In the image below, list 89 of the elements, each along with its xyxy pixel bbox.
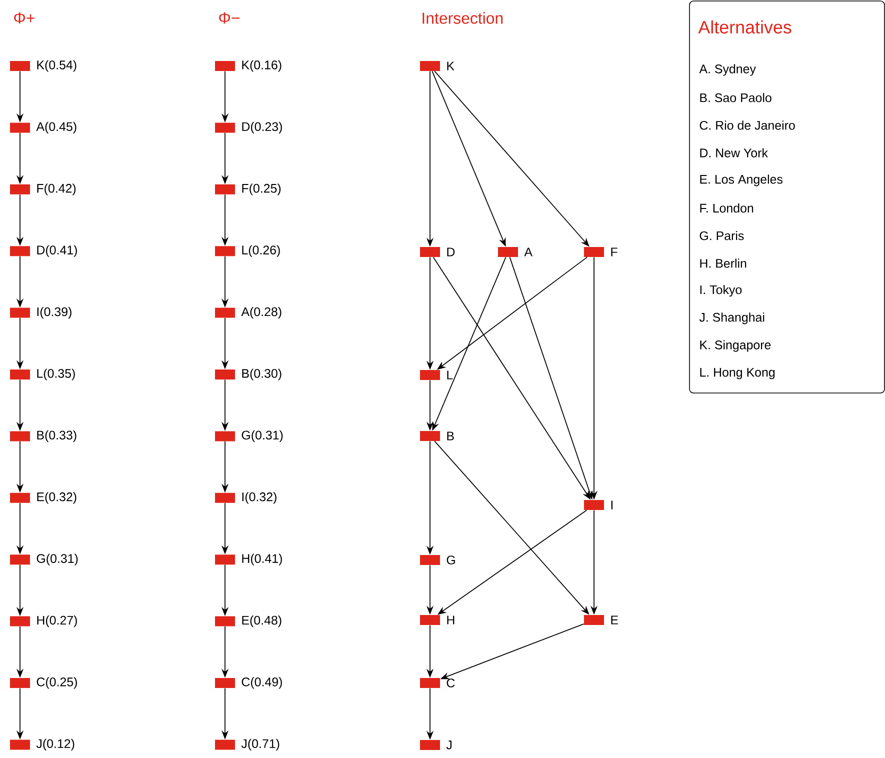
node-label: B(0.33) [37,430,76,442]
bar-node [420,247,455,257]
bar-node [420,431,454,441]
bar-node [215,430,283,442]
node-label: A(0.45) [36,122,76,134]
node-label: G(0.31) [36,554,78,566]
bar-node [215,615,282,628]
bar-node [10,430,76,442]
legend-item: K. Singapore [700,340,771,352]
legend-item: J. Shanghai [699,312,764,324]
node-label: I(0.32) [242,492,276,504]
node-label: D(0.41) [37,245,77,257]
legend-item: L. Hong Kong [700,368,775,380]
node-label: F [611,248,618,256]
bar-node [10,554,78,566]
bar-node [420,740,452,750]
node-label: D [447,248,455,256]
node-label: F(0.25) [242,184,281,196]
bar-node [10,368,75,380]
node-label: D(0.23) [242,122,282,134]
bar-node [215,554,282,566]
node-label: J(0.12) [36,738,74,750]
bar-node [10,245,77,257]
node-label: E(0.48) [242,615,282,628]
node-label: C [446,678,455,688]
bar-node [10,122,76,134]
bar-node [420,615,454,625]
legend-item: H. Berlin [700,258,746,268]
node-label: K(0.54) [37,60,76,72]
legend-item: E. Los Angeles [700,174,782,186]
legend-item: C. Rio de Janeiro [700,120,795,130]
node-label: H(0.27) [37,615,77,628]
bar-node [420,678,455,688]
node-label: J [446,740,452,750]
node-label: B(0.30) [242,368,282,380]
node-label: E(0.32) [37,492,76,504]
column-heading: Φ+ [14,12,34,24]
node-label: L(0.35) [37,368,75,380]
bar-node [10,492,76,504]
bar-node [10,615,77,628]
bar-node [215,738,280,750]
bar-node [215,184,281,196]
bar-node [215,307,282,319]
node-label: L(0.26) [242,245,280,257]
bar-node [215,492,276,504]
bar-node [420,555,455,565]
bar-node [584,615,618,625]
legend-item: I. Tokyo [700,284,742,297]
node-label: K(0.16) [242,60,282,72]
legend-item: A. Sydney [699,64,756,76]
node-label: H(0.41) [242,554,282,566]
legend-item: G. Paris [700,231,744,240]
column-heading: Intersection [422,12,503,24]
legend-heading: Alternatives [698,20,792,34]
legend-item: D. New York [700,148,768,158]
node-label: I(0.39) [37,307,72,319]
node-label: G [446,556,455,564]
bar-node [498,247,532,257]
bar-node [215,245,280,257]
bar-node [584,247,618,257]
node-label: A(0.28) [241,307,282,319]
bar-node [420,370,453,380]
bar-node [215,60,282,72]
node-label: E [611,616,618,624]
node-label: C(0.25) [36,677,77,689]
bar-node [10,184,76,196]
bar-node [10,738,74,750]
bar-node [10,307,72,319]
bar-node [420,61,454,71]
legend-box [689,0,885,394]
bar-node [584,500,613,510]
node-label: K [447,62,454,70]
node-label: J(0.71) [241,738,280,750]
node-label: B [447,432,454,440]
bar-node [215,368,282,380]
bar-node [10,60,76,72]
node-label: I [611,500,613,510]
column-heading: Φ− [219,12,240,24]
bar-node [10,677,77,689]
legend-item: F. London [700,203,754,213]
node-label: H [447,616,454,624]
bar-node [215,122,282,134]
legend-item: B. Sao Paolo [700,93,772,102]
bar-node [215,677,282,689]
node-label: L [447,370,453,380]
node-label: F(0.42) [37,184,76,196]
node-label: A [524,248,532,256]
node-label: G(0.31) [242,430,283,442]
node-label: C(0.49) [242,677,282,689]
